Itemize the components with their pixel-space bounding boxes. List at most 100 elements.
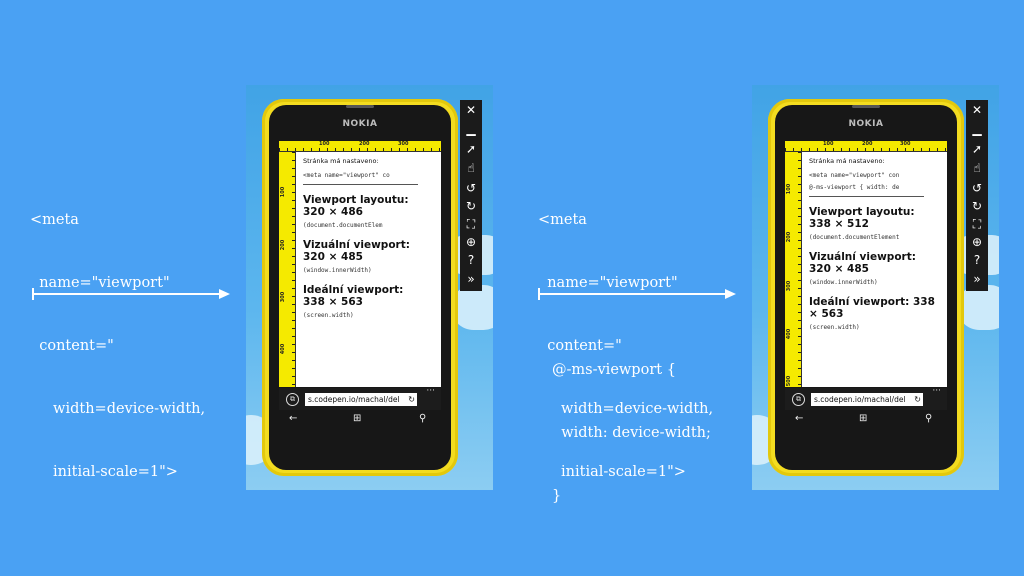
pointer-icon[interactable]: ➚ <box>971 142 983 156</box>
layout-value: 320 × 486 <box>303 206 363 218</box>
search-icon[interactable]: ⚲ <box>925 413 933 424</box>
code-line: width=device-width, <box>538 401 714 417</box>
phone-brand: NOKIA <box>848 119 884 129</box>
phone: NOKIA 100 200 300 100 200 300 400 500 St… <box>768 99 964 476</box>
right-code-block: <meta name="viewport" content=" width=de… <box>538 168 713 504</box>
code-line: content=" <box>30 338 114 354</box>
more-dots-icon[interactable]: ··· <box>932 386 941 396</box>
code-line: initial-scale=1"> <box>30 464 178 480</box>
phone-brand: NOKIA <box>342 119 378 129</box>
ruler-label: 300 <box>280 291 287 303</box>
meta-line: <meta name="viewport" co <box>303 172 390 179</box>
more-icon[interactable]: » <box>467 272 475 286</box>
page-content: Stránka má nastaveno: <meta name="viewpo… <box>809 157 947 341</box>
fit-screen-icon[interactable]: ⛶ <box>466 217 476 231</box>
code-line: content=" <box>538 338 622 354</box>
back-icon[interactable]: ← <box>289 413 298 424</box>
code-line: } <box>552 488 562 504</box>
phone-navbar: ← ⊞ ⚲ <box>785 413 947 429</box>
close-icon[interactable]: ✕ <box>465 103 477 117</box>
ruler-label: 200 <box>280 239 287 251</box>
ruler-label: 300 <box>900 141 911 147</box>
ideal-title: Ideální viewport: <box>303 284 404 296</box>
fit-screen-icon[interactable]: ⛶ <box>972 217 982 231</box>
rotate-right-icon[interactable]: ↻ <box>971 199 983 213</box>
visual-code: (window.innerWidth) <box>809 279 878 286</box>
code-line: name="viewport" <box>538 275 678 291</box>
close-icon[interactable]: ✕ <box>971 103 983 117</box>
emulator-toolbar-left: ✕ ▁ ➚ ☝ ↺ ↻ ⛶ ⊕ ? » <box>460 100 482 291</box>
code-line: <meta <box>30 212 79 228</box>
layout-title: Viewport layoutu: <box>809 206 915 218</box>
ms-viewport-line: @-ms-viewport { width: de <box>809 184 900 191</box>
code-line: name="viewport" <box>30 275 170 291</box>
ms-viewport-code-block: @-ms-viewport { width: device-width; } <box>552 318 711 528</box>
zoom-icon[interactable]: ⊕ <box>465 235 477 249</box>
pointer-icon[interactable]: ➚ <box>465 142 477 156</box>
windows-icon[interactable]: ⊞ <box>353 413 362 424</box>
ruler-label: 200 <box>786 231 793 243</box>
hand-icon[interactable]: ☝ <box>973 161 981 175</box>
meta-line: <meta name="viewport" con <box>809 172 900 179</box>
minimize-icon[interactable]: ▁ <box>972 122 982 136</box>
windows-icon[interactable]: ⊞ <box>859 413 868 424</box>
url-field[interactable]: s.codepen.io/machal/del↻ <box>811 393 923 406</box>
ruler-label: 100 <box>786 183 793 195</box>
code-line: width=device-width, <box>30 401 206 417</box>
intro-text: Stránka má nastaveno: <box>809 157 885 165</box>
url-field[interactable]: s.codepen.io/machal/del↻ <box>305 393 417 406</box>
ruler-top: 100 200 300 <box>279 141 441 152</box>
visual-value: 320 × 485 <box>303 251 363 263</box>
ideal-title: Ideální viewport: 338 <box>809 296 935 308</box>
ruler-label: 400 <box>280 343 287 355</box>
ruler-label: 100 <box>319 141 330 147</box>
address-bar: ⧉ s.codepen.io/machal/del↻ ··· <box>279 386 441 410</box>
ruler-label: 400 <box>786 328 793 340</box>
more-icon[interactable]: » <box>973 272 981 286</box>
search-icon[interactable]: ⚲ <box>419 413 427 424</box>
more-dots-icon[interactable]: ··· <box>426 386 435 396</box>
ruler-label: 500 <box>786 375 793 387</box>
back-icon[interactable]: ← <box>795 413 804 424</box>
layout-value: 338 × 512 <box>809 218 869 230</box>
zoom-icon[interactable]: ⊕ <box>971 235 983 249</box>
layout-title: Viewport layoutu: <box>303 194 409 206</box>
rotate-left-icon[interactable]: ↺ <box>971 181 983 195</box>
visual-code: (window.innerWidth) <box>303 267 372 274</box>
ruler-top: 100 200 300 <box>785 141 947 152</box>
help-icon[interactable]: ? <box>467 253 475 267</box>
rotate-right-icon[interactable]: ↻ <box>465 199 477 213</box>
code-line: <meta <box>538 212 587 228</box>
ideal-value: 338 × 563 <box>303 296 363 308</box>
ideal-code: (screen.width) <box>809 324 860 331</box>
hand-icon[interactable]: ☝ <box>467 161 475 175</box>
phone: NOKIA 100 200 300 100 200 300 400 Stránk… <box>262 99 458 476</box>
layout-code: (document.documentElement <box>809 234 900 241</box>
help-icon[interactable]: ? <box>973 253 981 267</box>
emulator-toolbar-right: ✕ ▁ ➚ ☝ ↺ ↻ ⛶ ⊕ ? » <box>966 100 988 291</box>
ideal-value: × 563 <box>809 308 844 320</box>
speaker <box>346 105 374 108</box>
phone-screen[interactable]: 100 200 300 100 200 300 400 Stránka má n… <box>279 141 441 387</box>
layout-code: (document.documentElem <box>303 222 383 229</box>
visual-title: Vizuální viewport: <box>303 239 410 251</box>
speaker <box>852 105 880 108</box>
ruler-label: 300 <box>786 280 793 292</box>
address-bar: ⧉ s.codepen.io/machal/del↻ ··· <box>785 386 947 410</box>
left-code-block: <meta name="viewport" content=" width=de… <box>30 168 205 504</box>
ideal-code: (screen.width) <box>303 312 354 319</box>
left-arrow <box>32 288 230 300</box>
right-arrow <box>538 288 736 300</box>
phone-navbar: ← ⊞ ⚲ <box>279 413 441 429</box>
ruler-label: 100 <box>280 186 287 198</box>
minimize-icon[interactable]: ▁ <box>466 122 476 136</box>
tabs-icon[interactable]: ⧉ <box>792 393 805 406</box>
tabs-icon[interactable]: ⧉ <box>286 393 299 406</box>
reload-icon[interactable]: ↻ <box>408 395 415 404</box>
rotate-left-icon[interactable]: ↺ <box>465 181 477 195</box>
emulator-panel-right: NOKIA 100 200 300 100 200 300 400 500 St… <box>752 85 999 490</box>
visual-title: Vizuální viewport: <box>809 251 916 263</box>
phone-screen[interactable]: 100 200 300 100 200 300 400 500 Stránka … <box>785 141 947 387</box>
reload-icon[interactable]: ↻ <box>914 395 921 404</box>
page-content: Stránka má nastaveno: <meta name="viewpo… <box>303 157 441 329</box>
